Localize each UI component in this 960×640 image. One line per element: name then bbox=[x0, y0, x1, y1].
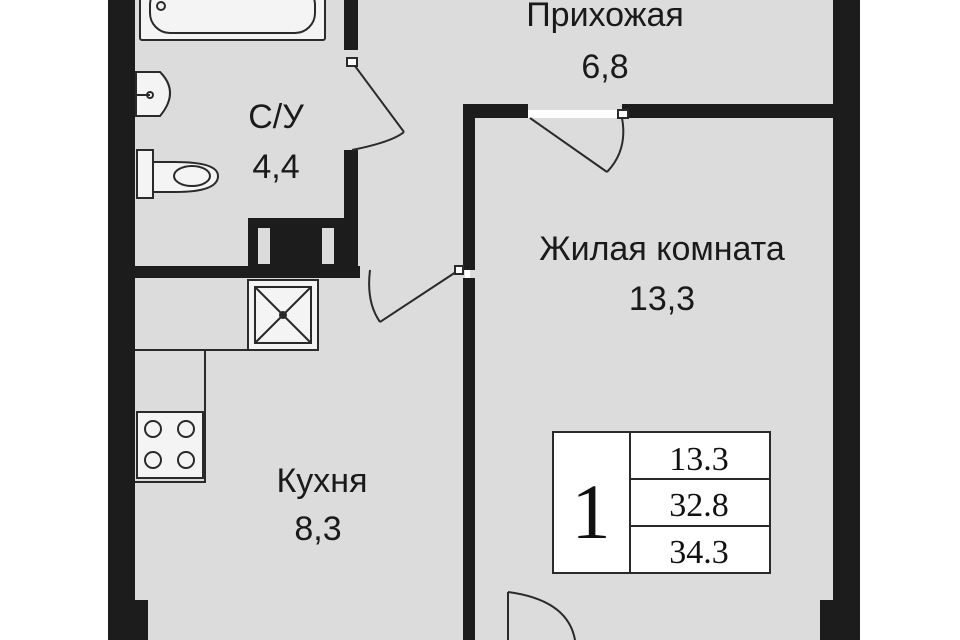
floor-corridor bbox=[355, 100, 465, 640]
area-summary-box: 1 13.3 32.8 34.3 bbox=[552, 431, 771, 574]
total-area-with-balcony-value: 34.3 bbox=[669, 534, 729, 571]
wall-outer-left bbox=[108, 0, 135, 640]
wall-living-top-right bbox=[622, 104, 833, 118]
window-right bbox=[820, 600, 860, 640]
wall-bathroom-right-top bbox=[344, 0, 358, 50]
door-bathroom bbox=[351, 61, 405, 151]
shower-tray-icon bbox=[247, 279, 319, 351]
door-living-jamb bbox=[617, 109, 629, 119]
door-kitchen-jamb bbox=[454, 265, 464, 275]
rooms-count: 1 bbox=[572, 468, 611, 555]
bathtub-icon bbox=[139, 0, 326, 41]
total-area-value: 32.8 bbox=[669, 487, 729, 524]
room-name-kitchen: Кухня bbox=[277, 462, 368, 500]
room-name-hallway: Прихожая bbox=[526, 0, 684, 34]
room-area-hallway: 6,8 bbox=[581, 48, 628, 86]
toilet-icon bbox=[136, 149, 220, 199]
walls bbox=[108, 0, 860, 640]
room-name-bathroom: С/У bbox=[248, 98, 304, 136]
door-kitchen bbox=[368, 269, 460, 323]
room-area-living: 13,3 bbox=[629, 280, 695, 318]
room-area-bathroom: 4,4 bbox=[252, 148, 299, 186]
doors bbox=[346, 57, 629, 640]
living-area-value: 13.3 bbox=[669, 441, 729, 478]
kitchen-counter bbox=[135, 349, 206, 483]
shaft-opening-right bbox=[322, 228, 334, 264]
stove-icon bbox=[136, 411, 204, 479]
wall-living-top-left bbox=[463, 104, 528, 118]
door-entrance bbox=[507, 591, 576, 640]
sink-icon bbox=[135, 71, 171, 117]
room-area-kitchen: 8,3 bbox=[294, 510, 341, 548]
wall-living-left-lower bbox=[463, 278, 475, 640]
floor-hallway bbox=[355, 0, 833, 110]
door-bathroom-jamb bbox=[346, 57, 358, 67]
floors bbox=[125, 0, 833, 640]
room-labels: Прихожая 6,8 С/У 4,4 Жилая комната 13,3 … bbox=[248, 0, 785, 548]
window-left bbox=[108, 600, 148, 640]
wall-outer-right bbox=[833, 0, 860, 640]
wall-bathroom-bottom bbox=[135, 266, 360, 278]
shaft-opening-left bbox=[258, 228, 270, 264]
room-name-living: Жилая комната bbox=[539, 230, 785, 268]
door-living bbox=[529, 117, 625, 173]
wall-living-left bbox=[463, 104, 475, 270]
